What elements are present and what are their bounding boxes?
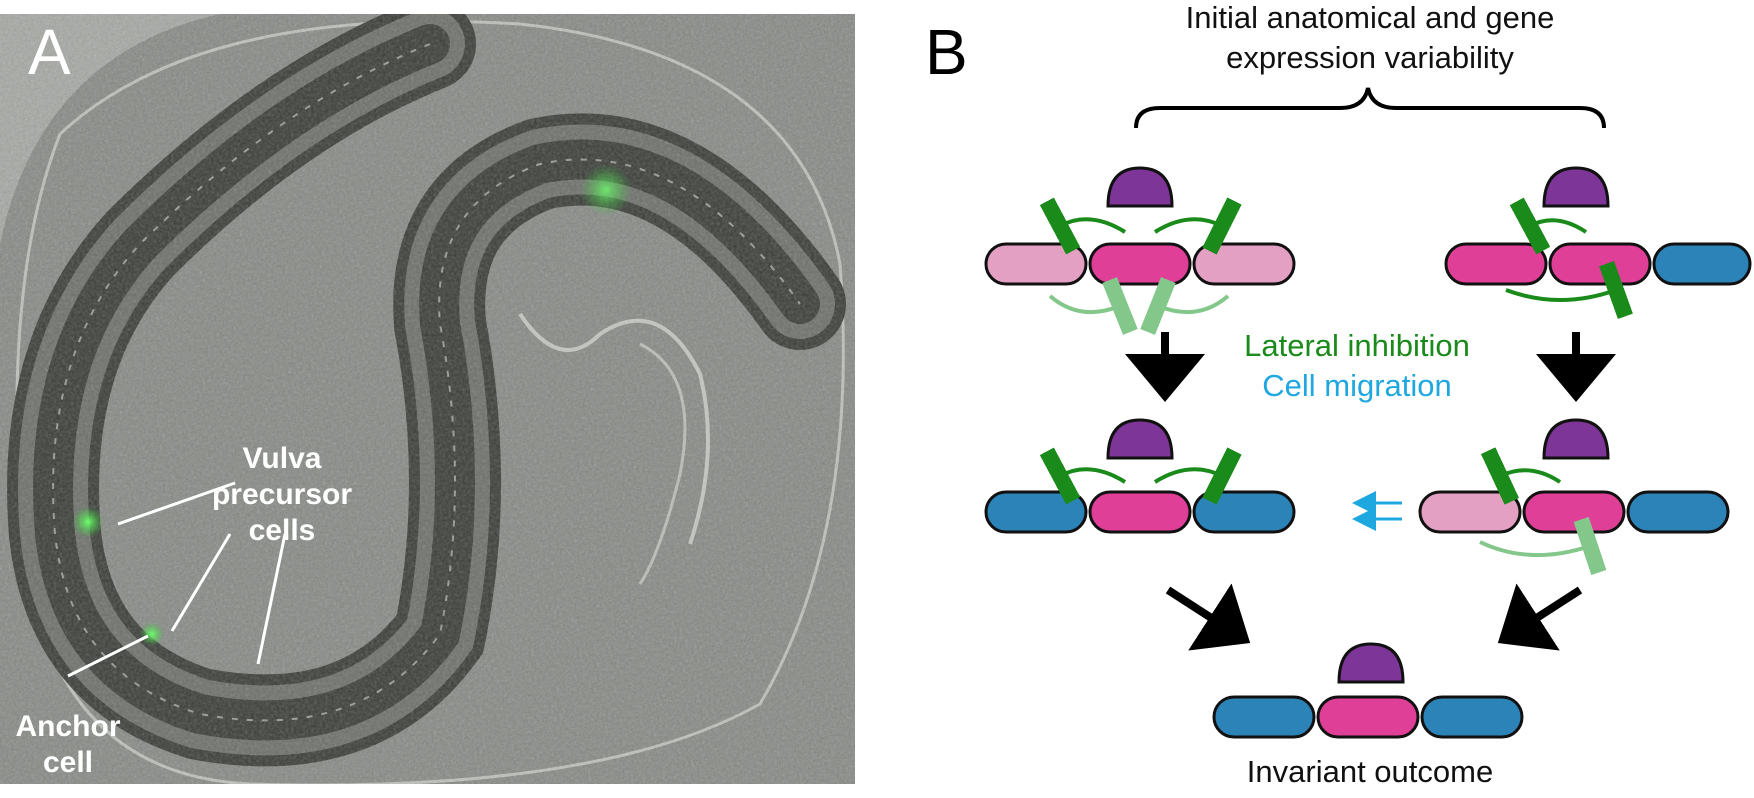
panel-b-letter: B xyxy=(925,16,968,88)
anchor-cell-icon xyxy=(1542,166,1610,208)
vpc-cell-primary xyxy=(1444,242,1548,286)
legend-lateral-inhibition: Lateral inhibition xyxy=(1244,328,1470,363)
anchor-cell-icon xyxy=(1337,642,1405,684)
ac-pointer xyxy=(67,634,149,678)
panel-a-letter: A xyxy=(28,16,71,88)
inhibition-arrow-strong xyxy=(1039,197,1127,255)
vpc-cell-tertiary xyxy=(1652,242,1752,286)
variability-brace xyxy=(1134,87,1606,129)
vpc-cell-tertiary xyxy=(1420,695,1524,739)
ac-label-line2: cell xyxy=(43,746,93,779)
vpc-cell-primary xyxy=(1316,695,1420,739)
vpc-cell-primary xyxy=(1088,490,1192,534)
row2-left-group xyxy=(984,418,1296,534)
vpc-label-line1: Vulva xyxy=(243,442,322,475)
converge-arrow-left xyxy=(1165,583,1251,651)
vpc-cell-tertiary xyxy=(1626,490,1730,534)
outcome-label: Invariant outcome xyxy=(1247,754,1493,789)
anchor-cell-icon xyxy=(1542,418,1610,460)
inhibition-arrow-weak xyxy=(1048,277,1138,335)
vpc-pointer-3 xyxy=(256,533,287,665)
inhibition-arrow-strong xyxy=(1039,447,1127,505)
inhibition-arrow-weak xyxy=(1479,516,1607,576)
inhibition-arrow-strong xyxy=(1153,447,1242,505)
vpc-label-line3: cells xyxy=(249,514,316,547)
vpc-cell-secondary xyxy=(1418,490,1522,534)
vpc-pointer-2 xyxy=(170,533,232,632)
row1-right-group xyxy=(1444,166,1752,320)
vpc-cell-primary xyxy=(1522,490,1626,534)
outcome-group xyxy=(1212,642,1524,739)
vpc-cell-secondary xyxy=(984,242,1088,286)
inhibition-arrow-strong xyxy=(1509,197,1588,255)
row2-right-group xyxy=(1352,418,1730,576)
inhibition-arrow-strong xyxy=(1480,447,1562,505)
inhibition-arrow-strong xyxy=(1505,260,1633,320)
inhibition-arrow-weak xyxy=(1140,277,1230,335)
legend-cell-migration: Cell migration xyxy=(1262,368,1452,403)
vpc-cell-primary xyxy=(1088,242,1192,286)
anchor-cell-icon xyxy=(1106,418,1174,460)
vpc-cell-tertiary xyxy=(984,490,1088,534)
vpc-pointer-1 xyxy=(117,481,236,526)
microscopy-panel: A Vulva precursor cells Anchor cell xyxy=(0,14,855,784)
anchor-cell-icon xyxy=(1106,166,1174,208)
vpc-cell-primary xyxy=(1548,242,1652,286)
vpc-cell-tertiary xyxy=(1192,490,1296,534)
inhibition-arrow-strong xyxy=(1153,197,1242,255)
converge-arrow-right xyxy=(1497,583,1583,651)
title-line2: expression variability xyxy=(1226,40,1514,75)
vpc-cell-secondary xyxy=(1192,242,1296,286)
worm-micrograph: A Vulva precursor cells Anchor cell xyxy=(0,14,855,784)
ac-label-line1: Anchor xyxy=(16,710,121,743)
row1-left-group xyxy=(984,166,1296,335)
title-line1: Initial anatomical and gene xyxy=(1186,0,1555,35)
vpc-cell-tertiary xyxy=(1212,695,1316,739)
vpc-label-line2: precursor xyxy=(212,478,352,511)
